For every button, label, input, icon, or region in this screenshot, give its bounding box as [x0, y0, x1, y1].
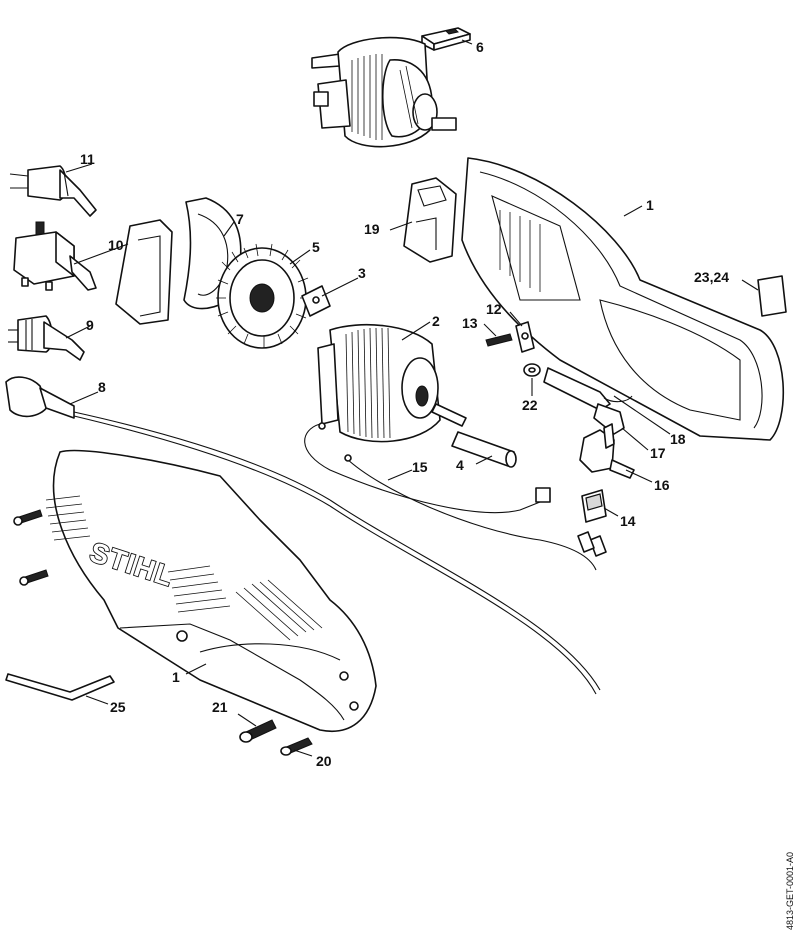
callout-19: 19 [364, 221, 380, 237]
callout-7: 7 [236, 211, 244, 227]
part-4-sleeve [451, 431, 517, 468]
part-17-spring [593, 403, 625, 435]
part-20-screw [280, 737, 313, 756]
part-22-washer [523, 363, 541, 377]
callout-14: 14 [620, 513, 636, 529]
callout-11: 11 [80, 151, 95, 167]
callout-13: 13 [462, 315, 478, 331]
callout-17: 17 [650, 445, 666, 461]
part-15-wire-harness [304, 422, 607, 571]
callout-23-24: 23,24 [694, 269, 729, 285]
callout-1-upper: 1 [646, 197, 654, 213]
callout-9: 9 [86, 317, 94, 333]
callout-6: 6 [476, 39, 484, 55]
callout-5: 5 [312, 239, 320, 255]
part-3-bracket [301, 285, 331, 317]
part-6-carbon-brush [421, 27, 471, 51]
callout-10: 10 [108, 237, 124, 253]
part-12-clip [515, 321, 535, 353]
part-19-holder [403, 177, 457, 263]
part-5-fan-wheel [216, 243, 310, 349]
fan-shroud [115, 219, 173, 325]
callout-4: 4 [456, 457, 464, 473]
motor-assembly-top [311, 36, 457, 148]
callout-25: 25 [110, 699, 126, 715]
callout-8: 8 [98, 379, 106, 395]
callout-21: 21 [212, 699, 228, 715]
reference-code: 4813-GET-0001-A0 [785, 852, 795, 930]
part-13-screw [485, 333, 513, 347]
screw-upper-left [13, 509, 43, 526]
callout-labels: 6 1 11 7 10 5 19 3 23,24 12 13 2 9 8 22 … [80, 39, 729, 769]
part-10-uk-plug [13, 221, 97, 291]
callout-3: 3 [358, 265, 366, 281]
callout-16: 16 [654, 477, 670, 493]
screw-lower-left [19, 569, 49, 586]
part-21-screw [239, 719, 277, 743]
callout-22: 22 [522, 397, 538, 413]
callout-12: 12 [486, 301, 502, 317]
part-23-24-label [757, 275, 787, 317]
callout-2: 2 [432, 313, 440, 329]
part-2-motor [317, 323, 467, 443]
leader-lines [65, 39, 759, 757]
part-8-power-cable [5, 376, 601, 695]
callout-15: 15 [412, 459, 428, 475]
callout-20: 20 [316, 753, 332, 769]
part-25-hex-key [5, 673, 115, 701]
part-14-rocker-switch [581, 489, 607, 523]
part-9-schuko-plug [8, 315, 85, 361]
part-1-housing-upper [461, 157, 785, 441]
callout-18: 18 [670, 431, 686, 447]
part-1-housing-lower: STIHL [45, 449, 377, 732]
part-11-euro-plug [9, 165, 97, 217]
part-16-switch [579, 423, 635, 479]
callout-1-lower: 1 [172, 669, 180, 685]
